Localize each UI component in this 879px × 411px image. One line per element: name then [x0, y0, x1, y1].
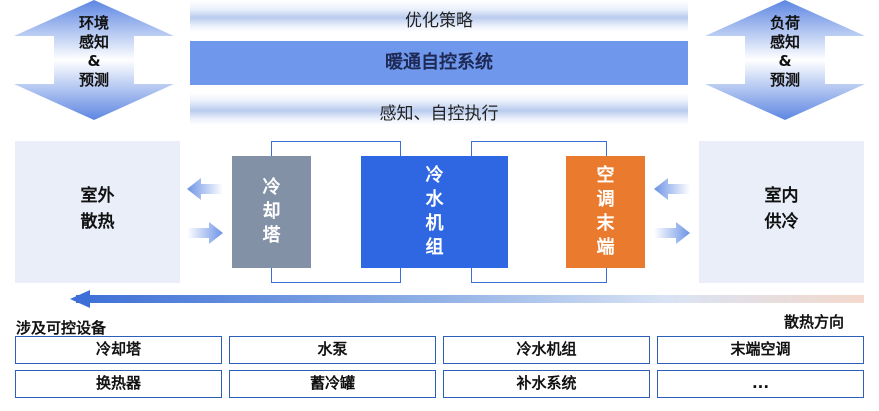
load-perception-label: 负荷 感知 & 预测 [769, 14, 800, 89]
right-double-arrow-icon [705, 0, 865, 120]
device-cell: 冷水机组 [443, 336, 650, 364]
cooling-tower-box: 冷 却 塔 [232, 156, 311, 268]
devices-title: 涉及可控设备 [16, 319, 107, 337]
indoor-cooling-panel: 室内 供冷 [699, 141, 864, 283]
heat-exchange-arrows-right-icon [654, 178, 690, 244]
env-perception-label: 环境 感知 & 预测 [78, 14, 109, 89]
hvac-control-system-box: 暖通自控系统 [190, 41, 688, 85]
device-cell: ... [657, 370, 864, 398]
left-double-arrow-icon [14, 0, 174, 120]
device-cell: 末端空调 [657, 336, 864, 364]
flow-direction-label: 散热方向 [784, 313, 845, 331]
device-cell: 水泵 [229, 336, 436, 364]
flow-arrowhead-icon [70, 290, 90, 308]
chiller-unit-box: 冷 水 机 组 [361, 156, 508, 268]
strategy-band [190, 0, 688, 32]
heat-exchange-arrows-left-icon [187, 178, 223, 244]
heat-flow-line [76, 295, 864, 303]
execution-band [190, 93, 688, 125]
device-cell: 蓄冷罐 [229, 370, 436, 398]
device-cell: 换热器 [15, 370, 222, 398]
device-cell: 补水系统 [443, 370, 650, 398]
strategy-label: 优化策略 [405, 11, 473, 31]
outdoor-heat-panel: 室外 散热 [15, 141, 180, 283]
ac-terminal-box: 空 调 末 端 [566, 156, 645, 268]
execution-label: 感知、自控执行 [379, 104, 499, 124]
device-cell: 冷却塔 [15, 336, 222, 364]
